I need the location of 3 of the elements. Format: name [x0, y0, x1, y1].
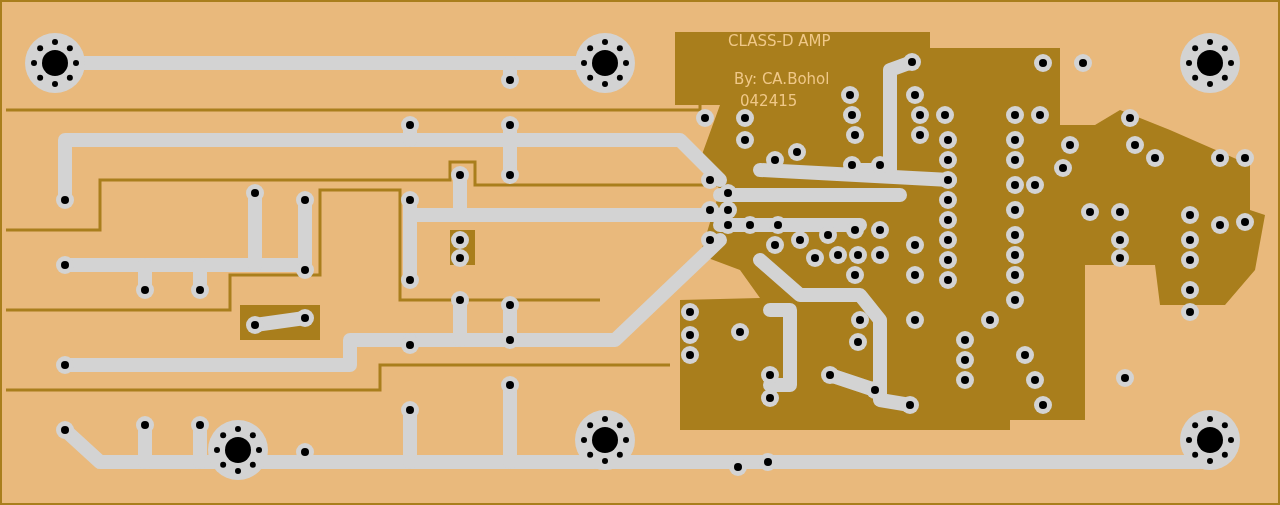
silkscreen-text: By: CA.Bohol: [734, 70, 830, 88]
silkscreen-text: 042415: [740, 92, 798, 110]
silkscreen-text: CLASS-D AMP: [728, 32, 831, 50]
